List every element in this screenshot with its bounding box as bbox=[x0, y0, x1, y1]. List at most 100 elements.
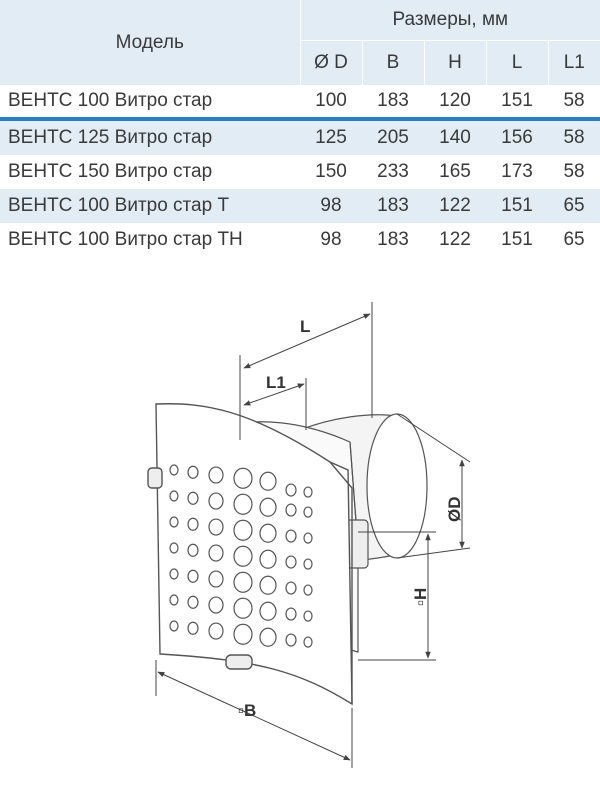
value-cell: 122 bbox=[424, 189, 486, 223]
grille-hole bbox=[285, 529, 297, 543]
table-row: ВЕНТС 100 Витро стар 100 183 120 151 58 bbox=[0, 85, 600, 117]
grille-hole bbox=[285, 503, 297, 517]
grille-hole bbox=[259, 523, 277, 543]
grille-hole bbox=[303, 506, 313, 518]
grille-hole bbox=[208, 596, 224, 614]
grille-hole bbox=[187, 595, 199, 609]
value-cell: 58 bbox=[548, 121, 600, 155]
grille-hole bbox=[208, 518, 224, 536]
grille-hole bbox=[259, 575, 277, 595]
model-cell: ВЕНТС 100 Витро стар ТН bbox=[8, 229, 243, 250]
grille-hole bbox=[303, 558, 313, 570]
dimension-lines bbox=[155, 302, 471, 768]
value-cell: 65 bbox=[548, 189, 600, 223]
grille-hole bbox=[208, 466, 224, 484]
grille-hole bbox=[187, 491, 199, 505]
row-separator bbox=[0, 117, 600, 121]
value-cell: 173 bbox=[501, 161, 533, 182]
column-header-l1: L1 bbox=[548, 40, 600, 85]
grille-hole bbox=[259, 627, 277, 647]
dimension-label-d: ØD bbox=[445, 497, 464, 523]
grille-hole bbox=[169, 542, 179, 554]
grille-hole bbox=[169, 490, 179, 502]
value-cell: 156 bbox=[486, 121, 548, 155]
value-cell: 165 bbox=[439, 161, 471, 182]
dimensions-table-container: Модель Размеры, мм Ø D B H L L1 ВЕНТС 10… bbox=[0, 0, 600, 257]
grille-hole bbox=[233, 545, 253, 567]
grille-hole bbox=[259, 601, 277, 621]
grille-hole bbox=[285, 555, 297, 569]
model-cell: ВЕНТС 150 Витро стар bbox=[8, 161, 213, 182]
dimension-label-l1: L1 bbox=[266, 373, 286, 392]
grille-hole bbox=[187, 465, 199, 479]
front-panel bbox=[147, 403, 353, 706]
dimensions-header: Размеры, мм bbox=[300, 0, 600, 41]
grille-hole bbox=[303, 532, 313, 544]
fan-drawing-svg: L L1 ØD ▫H ▫B bbox=[147, 302, 471, 768]
model-cell: ВЕНТС 100 Витро стар Т bbox=[0, 189, 300, 223]
value-cell: 151 bbox=[486, 189, 548, 223]
table-row: ВЕНТС 150 Витро стар 150 233 165 173 58 bbox=[0, 155, 600, 189]
grille-hole bbox=[187, 569, 199, 583]
grille-hole bbox=[169, 620, 179, 632]
dimensions-table: Модель Размеры, мм Ø D B H L L1 ВЕНТС 10… bbox=[0, 0, 600, 257]
value-cell: 151 bbox=[501, 90, 533, 111]
value-cell: 125 bbox=[300, 121, 362, 155]
value-cell: 183 bbox=[362, 189, 424, 223]
grille-hole bbox=[259, 549, 277, 569]
value-cell: 58 bbox=[563, 161, 585, 182]
model-cell: ВЕНТС 100 Витро стар bbox=[8, 90, 213, 111]
value-cell: 183 bbox=[377, 90, 409, 111]
grille-hole bbox=[303, 636, 313, 648]
fan-dimension-drawing: L L1 ØD ▫H ▫B bbox=[0, 281, 600, 781]
grille-hole bbox=[303, 486, 313, 498]
grille-hole bbox=[233, 597, 253, 619]
dimension-label-b: ▫B bbox=[238, 701, 256, 720]
table-row: ВЕНТС 125 Витро стар 125 205 140 156 58 bbox=[0, 121, 600, 155]
grille-hole bbox=[259, 497, 277, 517]
grille-hole bbox=[169, 516, 179, 528]
grille-holes bbox=[169, 464, 313, 648]
grille-hole bbox=[233, 467, 253, 489]
dimension-label-l: L bbox=[300, 317, 310, 336]
grille-hole bbox=[233, 493, 253, 515]
grille-hole bbox=[259, 471, 277, 491]
column-header-h: H bbox=[424, 40, 487, 85]
grille-hole bbox=[303, 610, 313, 622]
grille-hole bbox=[208, 622, 224, 640]
value-cell: 183 bbox=[377, 229, 409, 250]
value-cell: 122 bbox=[439, 229, 471, 250]
table-row: ВЕНТС 100 Витро стар Т 98 183 122 151 65 bbox=[0, 189, 600, 223]
value-cell: 233 bbox=[377, 161, 409, 182]
grille-hole bbox=[285, 581, 297, 595]
grille-hole bbox=[169, 594, 179, 606]
table-row: ВЕНТС 100 Витро стар ТН 98 183 122 151 6… bbox=[0, 223, 600, 257]
grille-hole bbox=[187, 543, 199, 557]
value-cell: 58 bbox=[563, 90, 585, 111]
grille-hole bbox=[233, 519, 253, 541]
grille-hole bbox=[285, 607, 297, 621]
value-cell: 150 bbox=[315, 161, 347, 182]
grille-hole bbox=[187, 517, 199, 531]
value-cell: 120 bbox=[439, 90, 471, 111]
value-cell: 205 bbox=[362, 121, 424, 155]
value-cell: 98 bbox=[300, 189, 362, 223]
grille-hole bbox=[187, 621, 199, 635]
column-header-b: B bbox=[362, 40, 425, 85]
value-cell: 98 bbox=[320, 229, 342, 250]
grille-hole bbox=[285, 483, 297, 497]
grille-hole bbox=[233, 571, 253, 593]
value-cell: 65 bbox=[563, 229, 585, 250]
model-header: Модель bbox=[0, 0, 301, 85]
grille-hole bbox=[303, 584, 313, 596]
value-cell: 151 bbox=[501, 229, 533, 250]
grille-hole bbox=[169, 464, 179, 476]
grille-hole bbox=[208, 492, 224, 510]
grille-hole bbox=[208, 544, 224, 562]
column-header-d: Ø D bbox=[300, 40, 363, 85]
grille-hole bbox=[285, 633, 297, 647]
column-header-l: L bbox=[486, 40, 549, 85]
grille-hole bbox=[208, 570, 224, 588]
grille-hole bbox=[169, 568, 179, 580]
dimension-label-h: ▫H bbox=[411, 588, 430, 606]
